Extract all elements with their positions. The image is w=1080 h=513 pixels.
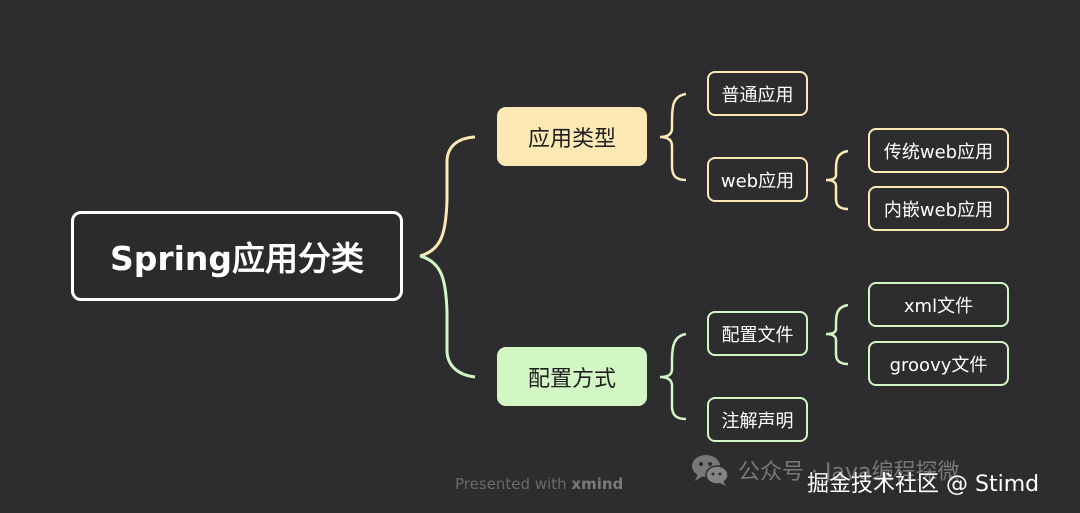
leaf-web-app[interactable]: web应用	[707, 157, 808, 202]
leaf-annotation[interactable]: 注解声明	[707, 397, 808, 442]
branch-app-type[interactable]: 应用类型	[497, 107, 647, 166]
branch-config-method[interactable]: 配置方式	[497, 347, 647, 406]
wechat-watermark-text: 公众号 · Java编程探微	[738, 460, 960, 485]
leaf-embedded-web-app[interactable]: 内嵌web应用	[868, 186, 1009, 231]
wechat-icon	[692, 455, 729, 486]
brace-config-file	[825, 303, 849, 366]
wechat-watermark: 公众号 · Java编程探微	[690, 452, 959, 488]
leaf-config-file[interactable]: 配置文件	[707, 311, 808, 356]
xmind-brand: xmind	[571, 475, 624, 493]
leaf-traditional-web-app[interactable]: 传统web应用	[868, 128, 1009, 173]
brace-branch1	[659, 92, 687, 182]
connector-root-branch2	[419, 254, 476, 379]
presented-with-footer: Presented with xmind	[455, 475, 623, 493]
juejin-watermark: 掘金技术社区 @ Stimd	[807, 472, 1040, 497]
leaf-groovy-file[interactable]: groovy文件	[868, 341, 1009, 386]
leaf-xml-file[interactable]: xml文件	[868, 282, 1009, 327]
leaf-normal-app[interactable]: 普通应用	[707, 71, 808, 116]
footer-text: Presented with	[455, 475, 567, 493]
brace-web	[825, 149, 849, 211]
root-node[interactable]: Spring应用分类	[71, 211, 403, 301]
connector-root-branch1	[419, 135, 476, 258]
brace-branch2	[659, 332, 687, 421]
